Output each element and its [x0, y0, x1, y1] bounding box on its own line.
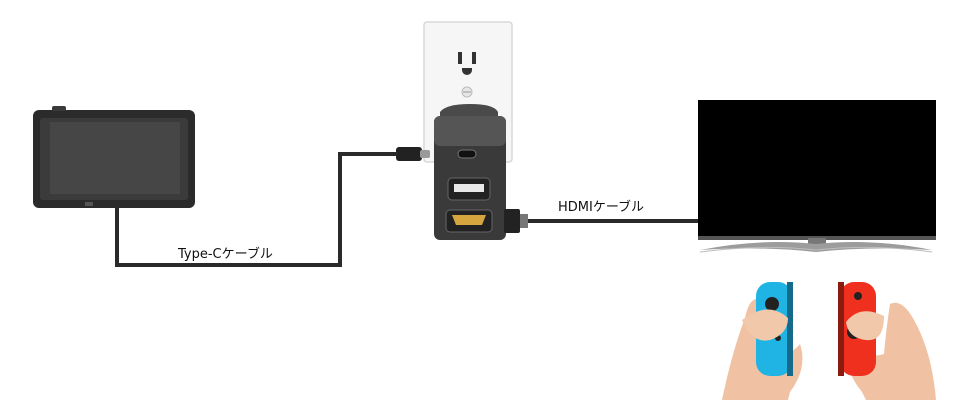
typec-cable [115, 152, 398, 267]
power-adapter [434, 104, 506, 240]
hdmi-plug [504, 209, 528, 233]
television [698, 100, 936, 253]
hdmi-cable-label: HDMIケーブル [558, 200, 645, 215]
typec-cable-label: Type-Cケーブル [178, 247, 273, 262]
typec-plug [396, 147, 430, 161]
switch-console [33, 106, 195, 208]
joycon-controllers [722, 282, 936, 400]
